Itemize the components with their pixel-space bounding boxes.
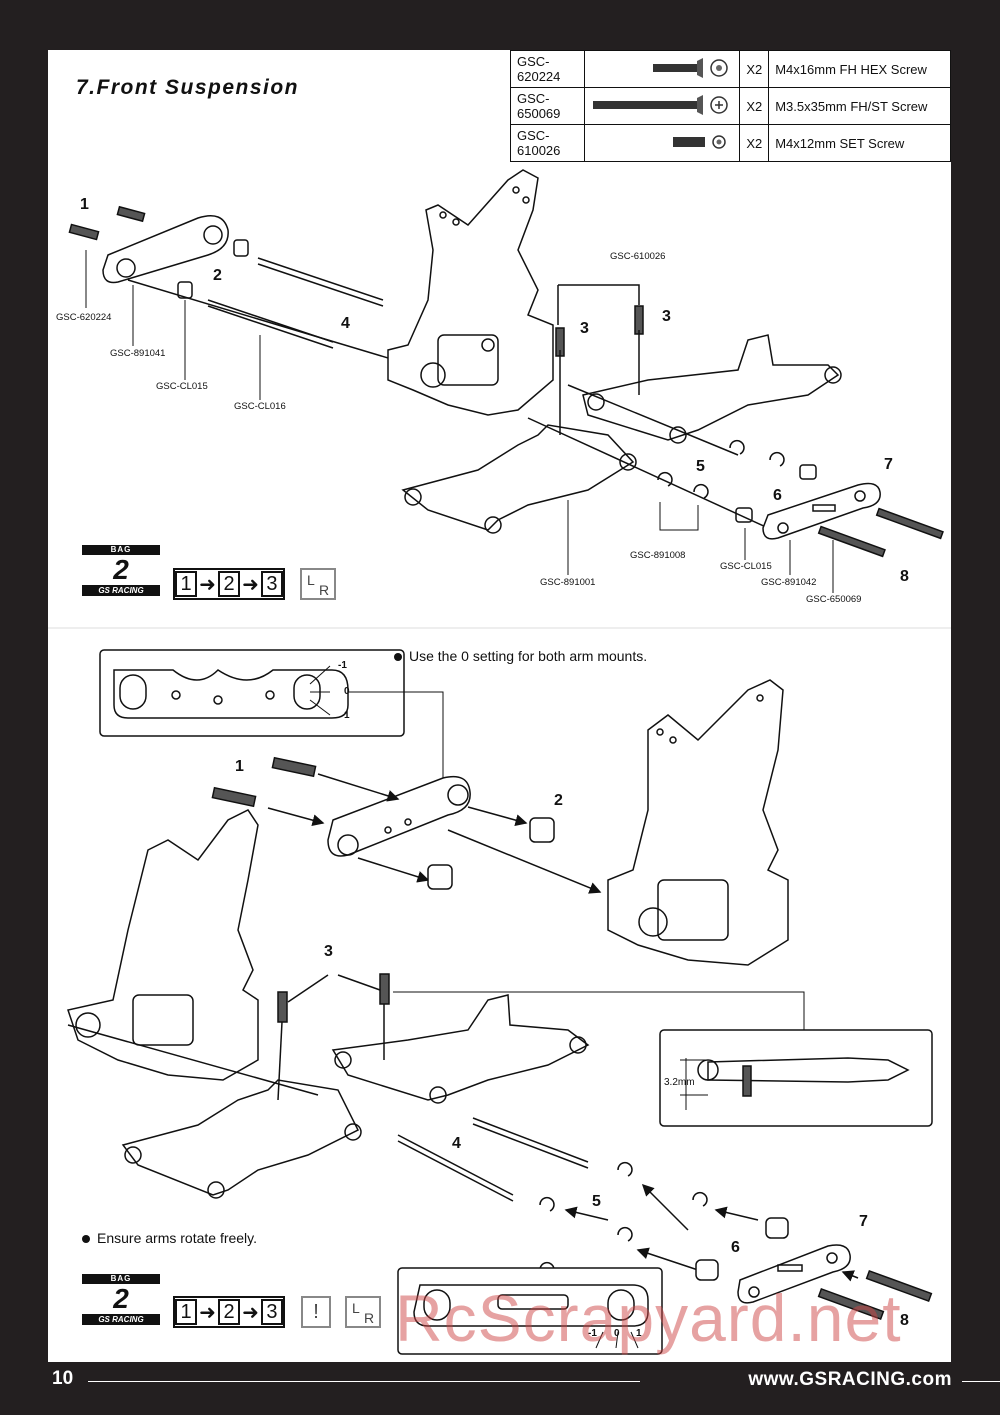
arrow-icon: ➜: [242, 573, 259, 596]
part-label: GSC-CL016: [234, 401, 286, 412]
note-text: Ensure arms rotate freely.: [97, 1230, 258, 1246]
screw-icon: [584, 87, 741, 125]
note-rotate: Ensure arms rotate freely.: [82, 1230, 257, 1246]
step-number: 7: [884, 456, 893, 473]
lr-left: L: [307, 572, 315, 588]
step-number: 8: [900, 568, 909, 585]
step-number: 1: [235, 758, 244, 775]
lr-left: L: [352, 1300, 360, 1316]
mount-setting: 1: [636, 1328, 642, 1339]
step-1: 1: [175, 571, 198, 597]
assembly-diagram: [48, 169, 951, 1355]
lr-right: R: [319, 582, 330, 598]
page-number: 10: [52, 1368, 74, 1389]
part-label: GSC-891042: [761, 577, 817, 588]
part-label: GSC-620224: [56, 312, 112, 323]
part-qty: X2: [739, 50, 770, 88]
mount-setting: -1: [588, 1328, 597, 1339]
note-arm-mounts: Use the 0 setting for both arm mounts.: [394, 648, 647, 664]
step-number: 8: [900, 1312, 909, 1329]
step-3: 3: [260, 1299, 283, 1325]
arrow-icon: ➜: [242, 1301, 259, 1324]
part-qty: X2: [739, 87, 770, 125]
part-label: GSC-891001: [540, 577, 596, 588]
watermark: RcScrapyard.net: [395, 1281, 902, 1355]
footer-rule: [88, 1381, 640, 1382]
set-screw-icon: [584, 124, 741, 162]
parts-row: GSC-620224 X2 M4x16mm FH HEX Screw: [509, 50, 951, 88]
part-label: GSC-891041: [110, 348, 166, 359]
bag-label: BAG: [82, 1274, 160, 1284]
part-name: M3.5x35mm FH/ST Screw: [768, 87, 951, 125]
section-title: 7.Front Suspension: [76, 76, 300, 99]
step-number: 6: [773, 487, 782, 504]
step-number: 3: [324, 943, 333, 960]
step-number: 5: [696, 458, 705, 475]
step-1: 1: [175, 1299, 198, 1325]
parts-row: GSC-650069 X2 M3.5x35mm FH/ST Screw: [509, 87, 951, 125]
step-number: 2: [213, 267, 222, 284]
dimension-label: 3.2mm: [664, 1077, 695, 1088]
part-label: GSC-891008: [630, 550, 686, 561]
bag-label: BAG: [82, 545, 160, 555]
bag-badge: BAG 2 GS RACING: [82, 545, 160, 597]
part-qty: X2: [739, 124, 770, 162]
mount-setting: 0: [344, 686, 350, 697]
part-name: M4x16mm FH HEX Screw: [768, 50, 951, 88]
step-3: 3: [260, 571, 283, 597]
bag-number: 2: [113, 1283, 129, 1314]
step-number: 4: [452, 1135, 461, 1152]
step-sequence: 1 ➜ 2 ➜ 3: [173, 1296, 285, 1328]
step-2: 2: [217, 1299, 241, 1325]
lr-right: R: [364, 1310, 375, 1326]
part-label: GSC-CL015: [156, 381, 208, 392]
part-code: GSC-650069: [509, 87, 586, 125]
step-number: 5: [592, 1193, 601, 1210]
screw-icon: [584, 50, 741, 88]
part-code: GSC-610026: [509, 124, 586, 162]
footer-rule: [962, 1381, 1000, 1382]
bag-brand: GS RACING: [82, 1314, 160, 1325]
step-number: 2: [554, 792, 563, 809]
step-number: 6: [731, 1239, 740, 1256]
manual-page: 7.Front Suspension GSC-620224 X2 M4x16mm…: [48, 50, 951, 1362]
note-text: Use the 0 setting for both arm mounts.: [409, 648, 648, 664]
mount-setting: 0: [614, 1328, 620, 1339]
mount-setting: -1: [338, 660, 347, 671]
step-number: 4: [341, 315, 350, 332]
bag-brand: GS RACING: [82, 585, 160, 596]
bullet-icon: [394, 653, 402, 661]
step-2: 2: [217, 571, 241, 597]
website-link[interactable]: www.GSRACING.com: [748, 1369, 952, 1390]
bag-number: 2: [113, 554, 129, 585]
arrow-icon: ➜: [199, 573, 216, 596]
part-label: GSC-650069: [806, 594, 862, 605]
parts-table: GSC-620224 X2 M4x16mm FH HEX Screw GSC-6…: [509, 50, 951, 162]
warning-icon: !: [301, 1296, 331, 1328]
step-number: 7: [859, 1213, 868, 1230]
step-number: 3: [662, 308, 671, 325]
bullet-icon: [82, 1235, 90, 1243]
step-number: 1: [80, 196, 89, 213]
part-label: GSC-CL015: [720, 561, 772, 572]
left-right-icon: L R: [345, 1296, 381, 1328]
arrow-icon: ➜: [199, 1301, 216, 1324]
bag-badge: BAG 2 GS RACING: [82, 1274, 160, 1326]
step-number: 3: [580, 320, 589, 337]
step-sequence: 1 ➜ 2 ➜ 3: [173, 568, 285, 600]
left-right-icon: L R: [300, 568, 336, 600]
parts-row: GSC-610026 X2 M4x12mm SET Screw: [509, 124, 951, 162]
part-name: M4x12mm SET Screw: [768, 124, 951, 162]
mount-setting: 1: [344, 710, 350, 721]
part-label: GSC-610026: [610, 251, 666, 262]
